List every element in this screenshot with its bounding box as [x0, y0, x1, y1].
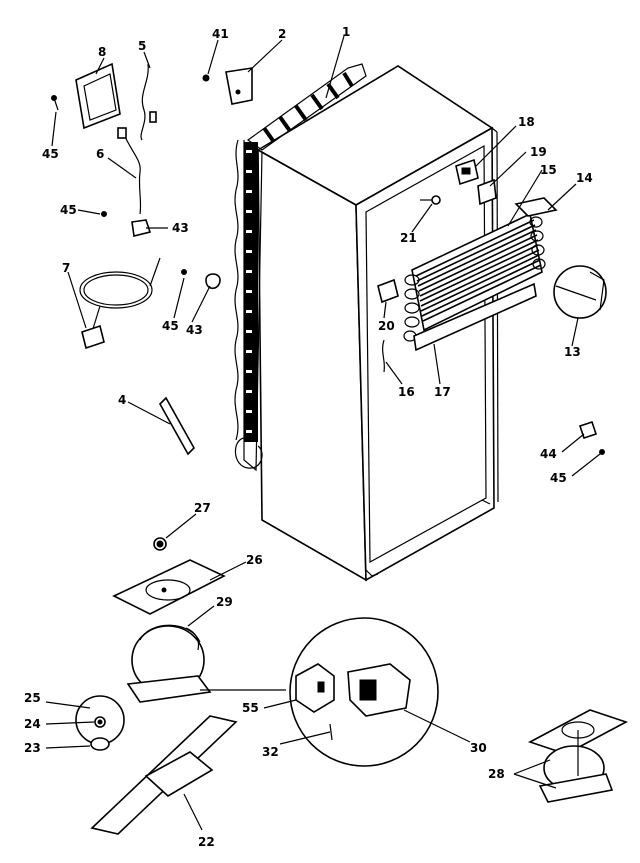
callout-25: 25 — [24, 691, 41, 705]
callout-6: 6 — [96, 147, 104, 161]
callout-55: 55 — [242, 701, 259, 715]
callout-16: 16 — [398, 385, 415, 399]
callout-45-right: 45 — [550, 471, 567, 485]
callout-19: 19 — [530, 145, 547, 159]
callout-43-top: 43 — [172, 221, 189, 235]
top-left-parts — [51, 62, 253, 456]
callout-18: 18 — [518, 115, 535, 129]
callout-7: 7 — [62, 261, 70, 275]
callout-13: 13 — [564, 345, 581, 359]
leader-lines — [45, 35, 601, 831]
callout-45-top: 45 — [42, 147, 59, 161]
compressor-area — [75, 537, 629, 835]
callout-27: 27 — [194, 501, 211, 515]
callout-28: 28 — [488, 767, 505, 781]
callout-numbers: 1 2 41 5 8 45 6 45 43 7 45 43 4 18 19 15… — [24, 25, 593, 849]
callout-21: 21 — [400, 231, 417, 245]
callout-8: 8 — [98, 45, 106, 59]
callout-17: 17 — [434, 385, 451, 399]
callout-44: 44 — [540, 447, 557, 461]
callout-2: 2 — [278, 27, 286, 41]
callout-20: 20 — [378, 319, 395, 333]
callout-45-mid: 45 — [60, 203, 77, 217]
callout-24: 24 — [24, 717, 41, 731]
cabinet — [256, 65, 499, 582]
callout-26: 26 — [246, 553, 263, 567]
evaporator-assembly — [403, 197, 558, 352]
callout-1: 1 — [342, 25, 350, 39]
callout-15: 15 — [540, 163, 557, 177]
callout-41: 41 — [212, 27, 229, 41]
callout-14: 14 — [576, 171, 593, 185]
callout-4: 4 — [118, 393, 126, 407]
callout-23: 23 — [24, 741, 41, 755]
callout-29: 29 — [216, 595, 233, 609]
callout-32: 32 — [262, 745, 279, 759]
callout-43-low: 43 — [186, 323, 203, 337]
cabinet-small-parts — [377, 158, 607, 455]
callout-30: 30 — [470, 741, 487, 755]
callout-5: 5 — [138, 39, 146, 53]
callout-45-low: 45 — [162, 319, 179, 333]
callout-22: 22 — [198, 835, 215, 849]
